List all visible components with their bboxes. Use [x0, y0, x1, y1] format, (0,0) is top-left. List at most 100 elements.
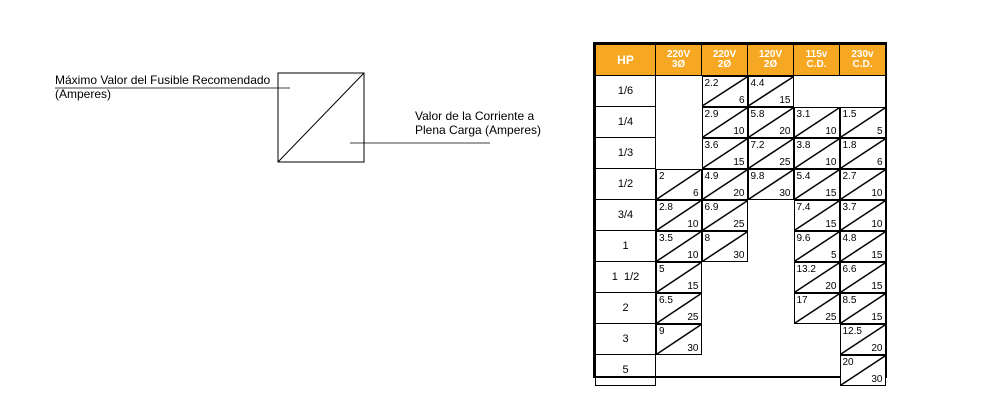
diagonal-line: [841, 201, 885, 230]
diagonal-divider: [657, 201, 701, 230]
current-value: 7.2: [750, 139, 765, 151]
fuse-value: 25: [687, 311, 699, 323]
current-value: 6.9: [704, 201, 719, 213]
diagonal-divider: [841, 325, 885, 354]
header-line-2: C.D.: [806, 59, 827, 70]
fuse-value: 15: [825, 187, 837, 199]
hp-cell: 3/4: [595, 199, 656, 231]
legend-box: [277, 72, 365, 163]
fuse-value: 25: [733, 218, 745, 230]
current-value: 13.2: [796, 263, 816, 275]
diagonal-line: [703, 201, 747, 230]
diagonal-divider: [703, 108, 747, 137]
diagonal-line: [795, 232, 839, 261]
current-value: 3.8: [796, 139, 811, 151]
fuse-value: 5: [830, 249, 837, 261]
fuse-value: 15: [871, 311, 883, 323]
diagonal-line: [657, 201, 701, 230]
current-value: 5.8: [750, 108, 765, 120]
diagonal-divider: [841, 139, 885, 168]
empty-cell: [702, 293, 748, 324]
diagonal-divider: [795, 201, 839, 230]
diagonal-divider: [657, 294, 701, 323]
current-value: 3.6: [704, 139, 719, 151]
hp-cell: 1/4: [595, 106, 656, 138]
diagonal-line: [841, 356, 885, 385]
fuse-value: 20: [871, 342, 883, 354]
diagonal-line: [657, 294, 701, 323]
fuse-value: 15: [825, 218, 837, 230]
diagonal-divider: [749, 108, 793, 137]
diagonal-divider: [841, 294, 885, 323]
value-box: 5.4 15: [793, 168, 840, 200]
current-value: 2.8: [659, 201, 673, 213]
diagonal-line: [657, 263, 701, 292]
hp-cell: 1/3: [595, 137, 656, 169]
current-value: 5.4: [796, 170, 811, 182]
fuse-value: 30: [871, 373, 883, 385]
empty-cell: [840, 76, 886, 107]
diagonal-line: [841, 263, 885, 292]
fuse-value: 6: [738, 94, 745, 106]
empty-cell: [748, 324, 794, 355]
diagonal-line: [703, 139, 747, 168]
fuse-value: 30: [779, 187, 791, 199]
diagonal-line: [841, 294, 885, 323]
diagonal-line: [657, 232, 701, 261]
diagonal-divider: [841, 170, 885, 199]
empty-cell: [794, 76, 840, 107]
current-value: 20: [842, 356, 854, 368]
empty-cell: [702, 262, 748, 293]
current-label-line-2: Plena Carga (Amperes): [415, 123, 542, 137]
current-value: 5: [659, 263, 665, 275]
hp-cell: 1 1/2: [595, 261, 656, 293]
hp-cell: 5: [595, 354, 656, 386]
fuse-value: 30: [687, 342, 699, 354]
current-label-line-1: Valor de la Corriente a: [415, 109, 535, 123]
diagonal-line: [841, 232, 885, 261]
empty-cell: [748, 355, 794, 386]
diagonal-line: [749, 139, 793, 168]
diagonal-divider: [795, 294, 839, 323]
max-fuse-label-line-2: (Amperes): [55, 87, 112, 101]
fuse-value: 10: [687, 249, 699, 261]
empty-cell: [702, 355, 748, 386]
diagonal-divider: [795, 232, 839, 261]
fuse-value: 6: [876, 156, 883, 168]
fuse-value: 10: [871, 218, 883, 230]
current-value: 4.8: [842, 232, 857, 244]
empty-cell: [656, 138, 702, 169]
current-value: 2.7: [842, 170, 857, 182]
header-line-1: 115v: [805, 49, 828, 60]
diagonal-divider: [841, 108, 885, 137]
